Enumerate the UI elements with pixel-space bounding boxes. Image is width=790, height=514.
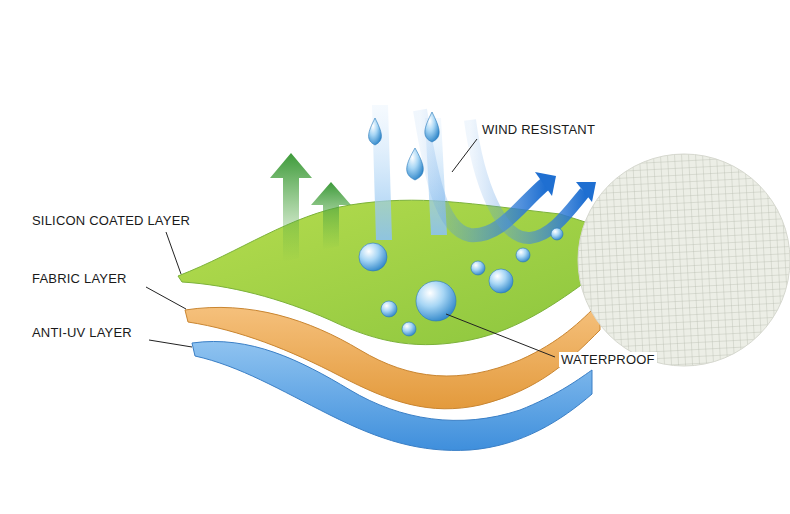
part-label: FABRIC LAYER (32, 271, 127, 286)
breathable-arrows (270, 153, 351, 262)
part-label: WATERPROOF (559, 352, 657, 367)
part-label: WIND RESISTANT (482, 122, 595, 137)
part-label: SILICON COATED LAYER (32, 213, 190, 228)
part-label: ANTI-UV LAYER (32, 325, 132, 340)
wind-arrows (420, 110, 596, 238)
leader-lines (146, 139, 555, 357)
water-droplets (359, 112, 563, 336)
fabric-mesh-closeup (578, 154, 790, 366)
